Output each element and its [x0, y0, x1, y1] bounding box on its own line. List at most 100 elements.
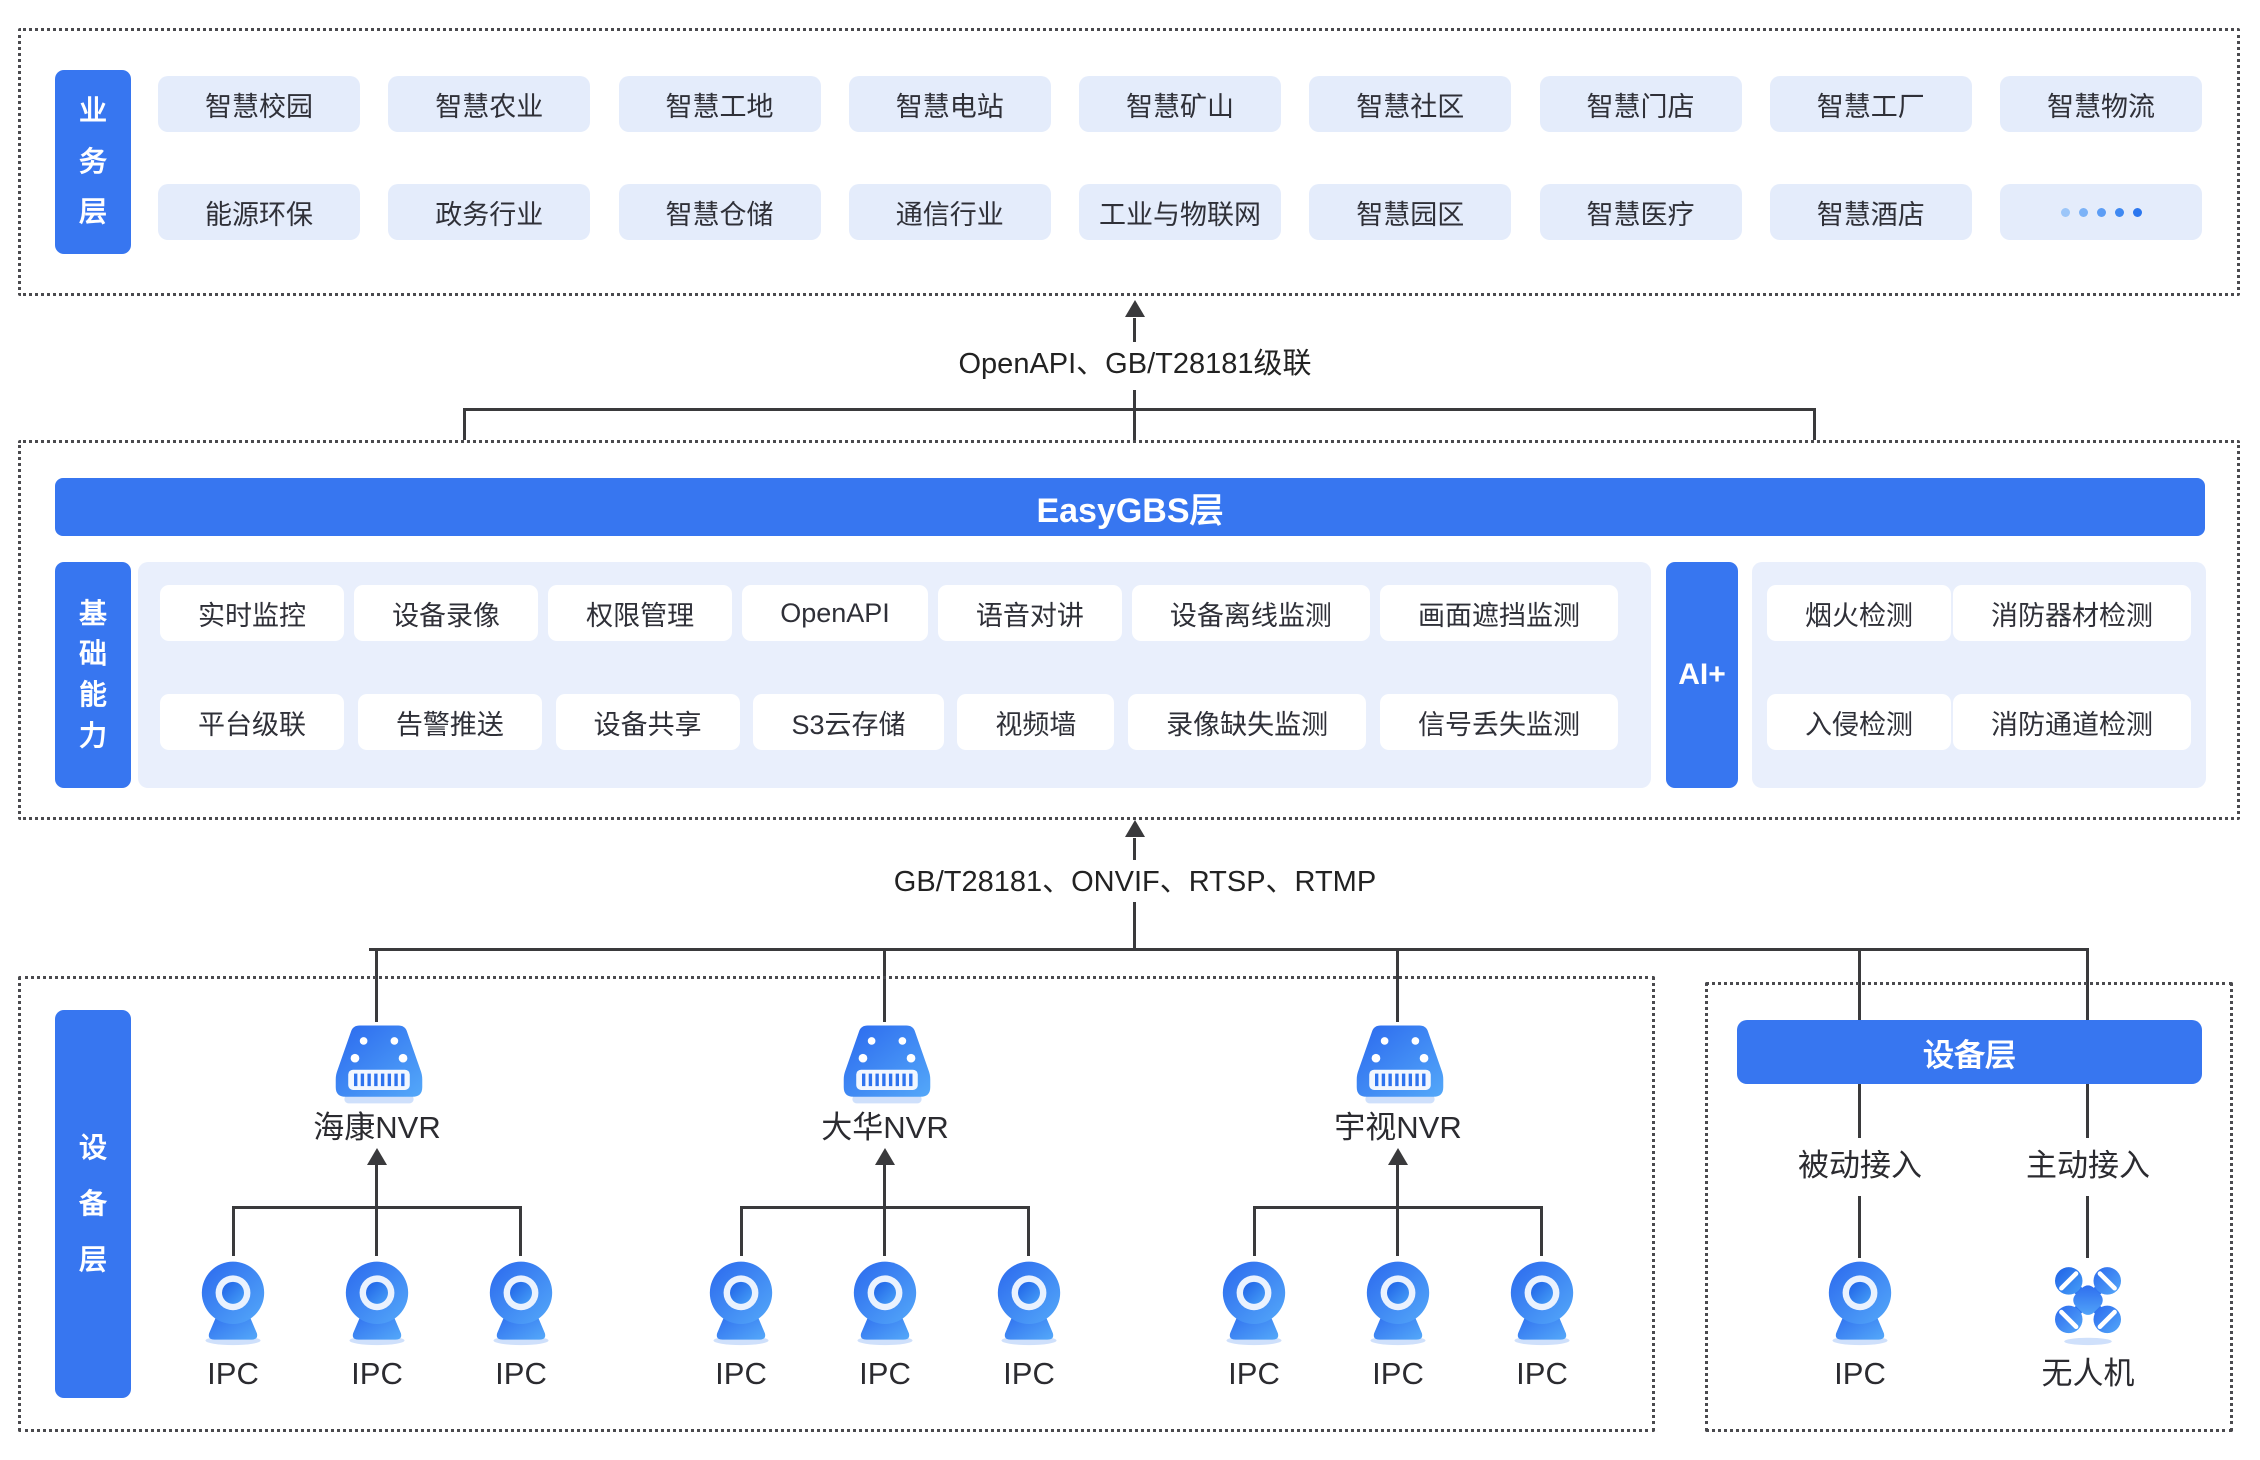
connector-line [369, 948, 2089, 951]
arrow-up-icon [1125, 300, 1145, 317]
business-chip: 能源环保 [158, 184, 360, 240]
more-chip [2000, 184, 2202, 240]
connector-line [1396, 951, 1399, 1022]
connector-line [232, 1206, 522, 1209]
ai-label: AI+ [1666, 562, 1738, 788]
ipc-camera-icon [1354, 1256, 1442, 1348]
capability-row-2: 平台级联 告警推送 设备共享 S3云存储 视频墙 录像缺失监测 信号丢失监测 [160, 694, 1618, 750]
active-access-label: 主动接入 [2026, 1148, 2150, 1183]
connector-top-label: OpenAPI、GB/T28181级联 [735, 344, 1535, 388]
device-layer-label: 设备层 [55, 1010, 131, 1398]
ipc-camera-icon [333, 1256, 421, 1348]
ipc-label: IPC [1372, 1356, 1424, 1391]
ai-chip: 消防器材检测 [1953, 585, 2191, 641]
business-chip: 智慧电站 [848, 76, 1051, 132]
connector-line [883, 1164, 886, 1206]
nvr-icon [329, 1020, 429, 1108]
ipc-label: IPC [495, 1356, 547, 1391]
capability-chip: 画面遮挡监测 [1379, 585, 1618, 641]
business-chip: 智慧工地 [618, 76, 821, 132]
connector-line [1540, 1209, 1543, 1256]
connector-line [1253, 1206, 1543, 1209]
connector-line [1396, 1164, 1399, 1206]
device-panel-box [1705, 982, 2233, 1432]
more-dots-icon [2060, 207, 2142, 217]
connector-bottom-label: GB/T28181、ONVIF、RTSP、RTMP [735, 862, 1535, 902]
easygbs-title-bar: EasyGBS层 [55, 478, 2205, 536]
easygbs-title: EasyGBS层 [1036, 491, 1224, 530]
ipc-label: IPC [351, 1356, 403, 1391]
connector-line [375, 951, 378, 1022]
connector-line [883, 951, 886, 1022]
ai-chip: 入侵检测 [1767, 694, 1951, 750]
nvr-group: 大华NVR IPC IPC IPC [685, 1020, 1085, 1432]
capability-chip: 设备录像 [354, 585, 539, 641]
connector-line [463, 408, 1816, 411]
connector-line [740, 1206, 1030, 1209]
ipc-label: IPC [207, 1356, 259, 1391]
nvr-name: 宇视NVR [1334, 1110, 1462, 1145]
connector-line [1133, 390, 1136, 478]
connector-line [1133, 902, 1136, 948]
capability-chip: 设备离线监测 [1131, 585, 1370, 641]
nvr-icon [1350, 1020, 1450, 1108]
ipc-label: IPC [1834, 1356, 1886, 1391]
ipc-camera-icon [1816, 1256, 1904, 1348]
ipc-camera-icon [1498, 1256, 1586, 1348]
ipc-label: IPC [715, 1356, 767, 1391]
business-chip: 智慧医疗 [1539, 184, 1742, 240]
arrow-up-icon [1125, 820, 1145, 837]
ai-row-1: 烟火检测 消防器材检测 [1767, 585, 2191, 641]
capability-row-1: 实时监控 设备录像 权限管理 OpenAPI 语音对讲 设备离线监测 画面遮挡监… [160, 585, 1618, 641]
ipc-label: IPC [1003, 1356, 1055, 1391]
capability-chip: 平台级联 [160, 694, 344, 750]
connector-line [1396, 1209, 1399, 1256]
business-chip: 智慧酒店 [1769, 184, 1972, 240]
business-chip: 智慧校园 [158, 76, 360, 132]
business-chip: 工业与物联网 [1079, 184, 1281, 240]
drone-icon [2044, 1256, 2132, 1348]
arrow-up-icon [875, 1148, 895, 1165]
capability-chip: 告警推送 [357, 694, 542, 750]
connector-line [740, 1209, 743, 1256]
business-chip: 智慧园区 [1309, 184, 1512, 240]
passive-access-label: 被动接入 [1798, 1148, 1922, 1183]
business-row-2: 能源环保 政务行业 智慧仓储 通信行业 工业与物联网 智慧园区 智慧医疗 智慧酒… [158, 184, 2202, 240]
business-chip: 智慧社区 [1309, 76, 1512, 132]
device-panel-title-bar: 设备层 [1737, 1020, 2202, 1084]
ipc-label: IPC [1516, 1356, 1568, 1391]
connector-line [1133, 838, 1136, 860]
ai-chip: 消防通道检测 [1953, 694, 2191, 750]
capability-chip: 视频墙 [957, 694, 1115, 750]
business-chip: 智慧农业 [388, 76, 591, 132]
capability-chip: S3云存储 [753, 694, 944, 750]
nvr-group: 海康NVR IPC IPC IPC [177, 1020, 577, 1432]
nvr-group: 宇视NVR IPC IPC IPC [1198, 1020, 1598, 1432]
capability-chip: 设备共享 [555, 694, 740, 750]
capability-label: 基础能力 [55, 562, 131, 788]
drone-label: 无人机 [2041, 1356, 2135, 1391]
connector-line [232, 1209, 235, 1256]
business-layer-label: 业务层 [55, 70, 131, 254]
business-layer-label-text: 业务层 [78, 95, 107, 228]
device-layer-label-text: 设备层 [78, 1132, 107, 1275]
capability-chip: 实时监控 [160, 585, 344, 641]
ipc-label: IPC [1228, 1356, 1280, 1391]
connector-line [883, 1209, 886, 1256]
device-layer-box [18, 976, 1655, 1432]
arrow-up-icon [1388, 1148, 1408, 1165]
nvr-name: 海康NVR [313, 1110, 441, 1145]
ai-chip: 烟火检测 [1767, 585, 1951, 641]
ipc-camera-icon [697, 1256, 785, 1348]
business-chip: 智慧工厂 [1769, 76, 1972, 132]
connector-line [1253, 1209, 1256, 1256]
connector-line [375, 1164, 378, 1206]
business-chip: 智慧矿山 [1079, 76, 1281, 132]
capability-label-text: 基础能力 [78, 597, 107, 751]
device-panel-title: 设备层 [1923, 1037, 2016, 1073]
business-layer-box [18, 28, 2240, 296]
business-chip: 通信行业 [848, 184, 1051, 240]
connector-line [375, 1209, 378, 1256]
ai-label-text: AI+ [1678, 658, 1726, 691]
capability-panel: 实时监控 设备录像 权限管理 OpenAPI 语音对讲 设备离线监测 画面遮挡监… [138, 562, 1651, 788]
